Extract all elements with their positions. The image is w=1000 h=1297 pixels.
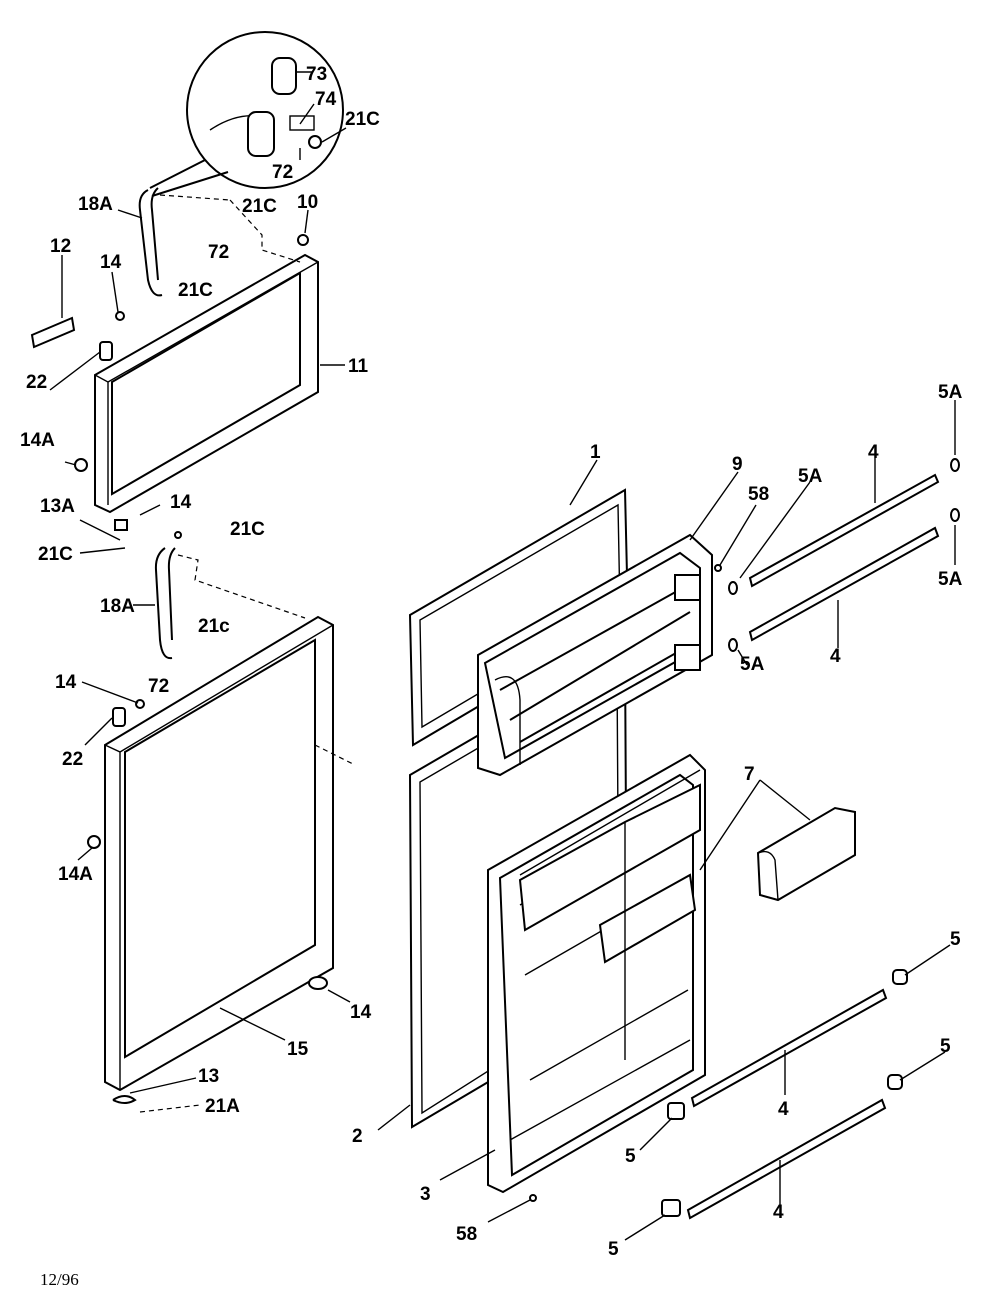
label-22-top: 22	[26, 372, 47, 393]
label-58-top: 58	[748, 484, 769, 505]
label-5-b: 5	[940, 1036, 951, 1057]
label-14-right: 14	[350, 1002, 372, 1023]
label-72-top: 72	[208, 242, 229, 263]
label-72-bot: 72	[148, 676, 169, 697]
bottom-handle	[154, 547, 356, 766]
revision-date: 12/96	[40, 1270, 79, 1289]
label-12: 12	[50, 236, 71, 257]
label-5a-2: 5A	[938, 382, 963, 403]
label-21c-float: 21C	[230, 519, 265, 540]
label-14-bot: 14	[55, 672, 77, 693]
label-10: 10	[297, 192, 318, 213]
label-14-mid: 14	[170, 492, 192, 513]
label-14a-bot: 14A	[58, 864, 93, 885]
label-5a-4: 5A	[740, 654, 765, 675]
label-5-d: 5	[608, 1239, 619, 1260]
label-21c-left: 21C	[38, 544, 73, 565]
label-13: 13	[198, 1066, 219, 1087]
label-73: 73	[306, 64, 327, 85]
label-5-a: 5	[950, 929, 961, 950]
freezer-door-frame	[94, 253, 319, 514]
label-18a-top: 18A	[78, 194, 113, 215]
fresh-food-door-liner	[487, 753, 706, 1194]
label-2: 2	[352, 1126, 363, 1147]
label-15: 15	[287, 1039, 309, 1060]
label-14a-top: 14A	[20, 430, 55, 451]
label-7: 7	[744, 764, 755, 785]
label-4-c: 4	[778, 1099, 789, 1120]
label-5a-1: 5A	[798, 466, 823, 487]
label-21c-lower: 21c	[198, 616, 230, 637]
label-18a-bot: 18A	[100, 596, 135, 617]
trim-strips	[686, 473, 940, 1220]
label-21c-mid: 21C	[178, 280, 213, 301]
label-1: 1	[590, 442, 601, 463]
fresh-food-door-frame	[104, 615, 334, 1092]
label-13a: 13A	[40, 496, 75, 517]
label-5-c: 5	[625, 1146, 636, 1167]
callout-labels: 73 74 21C 72 18A 21C 10 72 12 14 21C 22 …	[20, 64, 963, 1260]
label-9: 9	[732, 454, 743, 475]
top-small-parts	[30, 234, 309, 531]
label-14-top: 14	[100, 252, 122, 273]
label-3: 3	[420, 1184, 431, 1205]
label-4-top: 4	[868, 442, 879, 463]
label-5a-3: 5A	[938, 569, 963, 590]
label-21a: 21A	[205, 1096, 240, 1117]
door-bin	[756, 806, 856, 902]
leader-lines	[49, 209, 956, 1241]
label-74: 74	[315, 89, 337, 110]
end-caps	[529, 458, 960, 1217]
label-58-bot: 58	[456, 1224, 477, 1245]
label-22-bot: 22	[62, 749, 83, 770]
label-21c-top: 21C	[242, 196, 277, 217]
top-handle	[138, 187, 301, 297]
detail-zoom-circle	[149, 31, 347, 197]
bottom-small-parts	[87, 531, 328, 1104]
label-4-d: 4	[773, 1202, 784, 1223]
label-21c-zoom: 21C	[345, 109, 380, 130]
label-4-mid: 4	[830, 646, 841, 667]
freezer-door-liner	[477, 533, 713, 777]
label-72-zoom: 72	[272, 162, 293, 183]
label-11: 11	[348, 356, 369, 377]
